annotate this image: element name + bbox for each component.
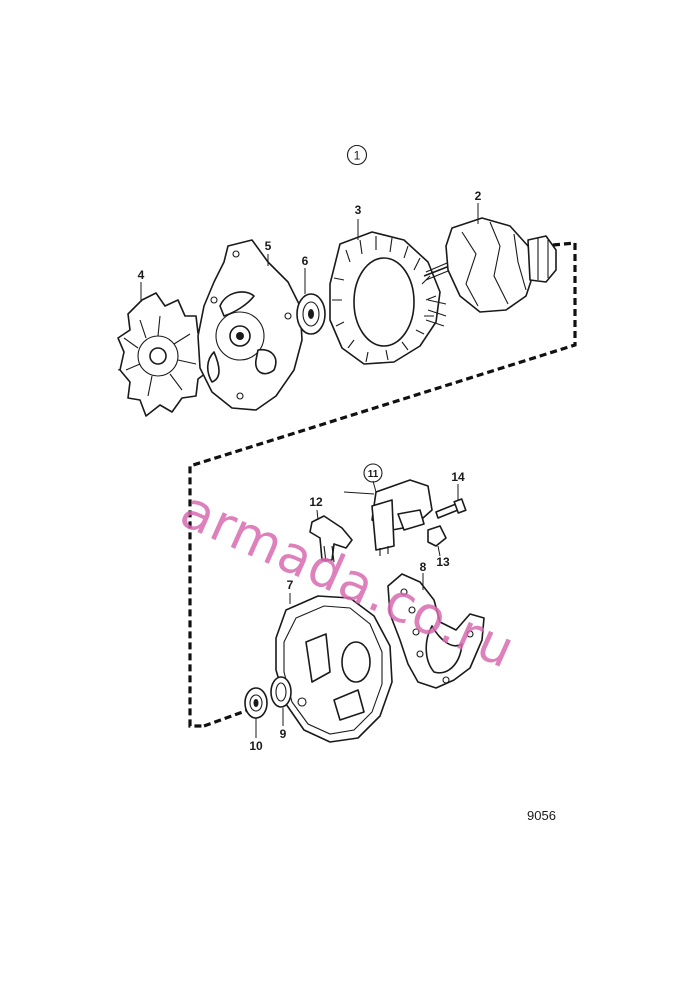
callout-4: 4 [138, 268, 145, 282]
callout-10: 10 [249, 739, 263, 753]
callout-3: 3 [355, 203, 362, 217]
rectifier-diode-4 [416, 650, 424, 658]
callout-labels: 2 3 4 5 6 7 8 9 10 11 12 13 14 [138, 189, 482, 753]
leader-11 [372, 480, 377, 493]
rectifier-diode-3 [412, 628, 420, 636]
slip-ring-end-bearing [244, 687, 268, 719]
bearing-small-bore [253, 699, 259, 707]
brush-holder [309, 515, 353, 563]
group-number-marker: 1 [346, 144, 368, 166]
rotor-body [445, 217, 535, 313]
callout-5: 5 [265, 239, 272, 253]
rotor-slip-rings [527, 235, 557, 283]
shield-mount-hole-left [210, 296, 218, 304]
regulator-wire [343, 491, 375, 495]
rectifier-diode-5 [442, 676, 450, 684]
bearing-small-inner [249, 694, 263, 712]
stator-bore [353, 257, 415, 347]
shield-mount-hole-right [284, 312, 292, 320]
dashed-frame-top-line [552, 241, 576, 247]
seal-ring [270, 676, 292, 708]
fan-hub [149, 347, 167, 365]
screw-shank [435, 503, 459, 519]
shield-window-left [206, 351, 220, 383]
seal-outer [270, 676, 292, 708]
group-number-circle [346, 144, 368, 166]
slip-ring-end-shield [275, 595, 393, 743]
end-shield-window [305, 633, 331, 683]
rectifier-diode-6 [466, 630, 474, 638]
assembly-frame [188, 241, 577, 728]
callout-13: 13 [436, 555, 450, 569]
seal-inner [275, 682, 287, 702]
fan [117, 292, 211, 417]
callout-11-circle [363, 463, 383, 483]
brush-holder-body [309, 515, 353, 561]
end-shield-opening [341, 641, 371, 683]
callout-8: 8 [420, 560, 427, 574]
clip-body [427, 525, 447, 547]
callout-12: 12 [309, 495, 323, 509]
stator [329, 231, 447, 365]
clip [427, 525, 447, 547]
rectifier-cutout [425, 625, 463, 674]
shield-body [197, 239, 303, 411]
shield-boss [215, 311, 265, 361]
callout-11: 11 [368, 469, 379, 480]
shield-window-right [254, 348, 277, 375]
rotor-claw-poles [461, 221, 527, 307]
callout-6: 6 [302, 254, 309, 268]
leader-12 [316, 509, 319, 521]
end-shield-lug [333, 689, 365, 721]
regulator-terminals [379, 546, 389, 556]
screw-head [453, 498, 467, 514]
shield-mount-hole-top [232, 250, 240, 258]
rectifier-diode-2 [408, 606, 416, 614]
callout-9: 9 [280, 727, 287, 741]
brush-holder-regulator [343, 479, 433, 556]
callout-2: 2 [475, 189, 482, 203]
end-shield-rim [283, 605, 383, 735]
stator-windings [332, 236, 437, 363]
group-number: 1 [354, 149, 361, 163]
brush-holder-pins [323, 545, 335, 563]
fan-blades [123, 315, 197, 397]
leader-13 [437, 545, 441, 557]
drive-end-bearing [296, 293, 326, 335]
shield-window-top [219, 291, 255, 317]
shield-mount-hole-bottom [236, 392, 244, 400]
leader-lines [140, 203, 479, 738]
regulator-brush-block [371, 499, 395, 551]
drive-end-shield [197, 239, 303, 411]
end-shield-hole [297, 697, 307, 707]
regulator-bracket [397, 509, 425, 531]
screw [435, 498, 467, 519]
dashed-frame-shaft-line [203, 708, 249, 728]
rectifier [387, 573, 485, 689]
rotor [423, 217, 557, 313]
stator-leads [425, 299, 447, 327]
shield-bore-hole [236, 332, 244, 340]
slip-ring-edges [537, 238, 549, 280]
dashed-frame-line [188, 243, 577, 728]
callout-14: 14 [451, 470, 465, 484]
figure-number: 9056 [527, 808, 556, 823]
callout-7: 7 [287, 578, 294, 592]
bearing-bore [308, 309, 314, 319]
bearing-inner [302, 301, 320, 327]
rectifier-diode-1 [400, 588, 408, 596]
